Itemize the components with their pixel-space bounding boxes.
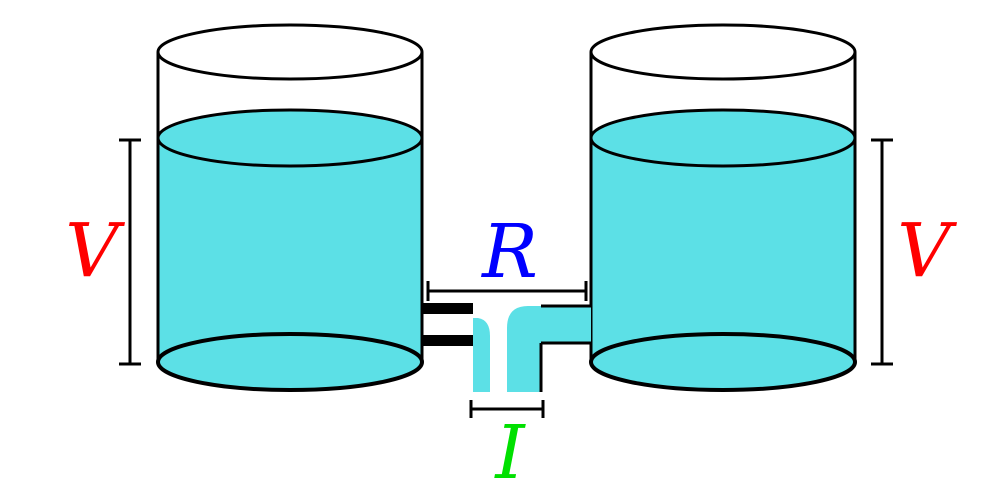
right-tank-water-surface [589, 108, 857, 168]
left-voltage-label: V [65, 208, 125, 294]
right-tank [589, 23, 857, 392]
right-tank-water [591, 138, 855, 390]
outlet-width-marker [469, 400, 545, 418]
pipe-left-stub-bottom [423, 335, 473, 346]
pipe-right-outline [539, 304, 591, 392]
current-label: I [493, 410, 526, 496]
right-voltage-label: V [897, 208, 957, 294]
resistance-label: R [480, 209, 538, 295]
left-tank-rim [156, 23, 424, 81]
left-height-marker [119, 138, 141, 366]
pipe-left-elbow [473, 318, 490, 392]
left-tank-water-surface [156, 108, 424, 168]
right-tank-rim [589, 23, 857, 81]
connecting-pipe [423, 303, 591, 392]
pipe-right-elbow [507, 306, 591, 392]
right-height-marker [871, 138, 893, 366]
left-tank [156, 23, 424, 392]
pipe-left-stub-top [423, 303, 473, 314]
left-tank-water [158, 138, 422, 390]
pipe-length-marker [426, 281, 588, 301]
